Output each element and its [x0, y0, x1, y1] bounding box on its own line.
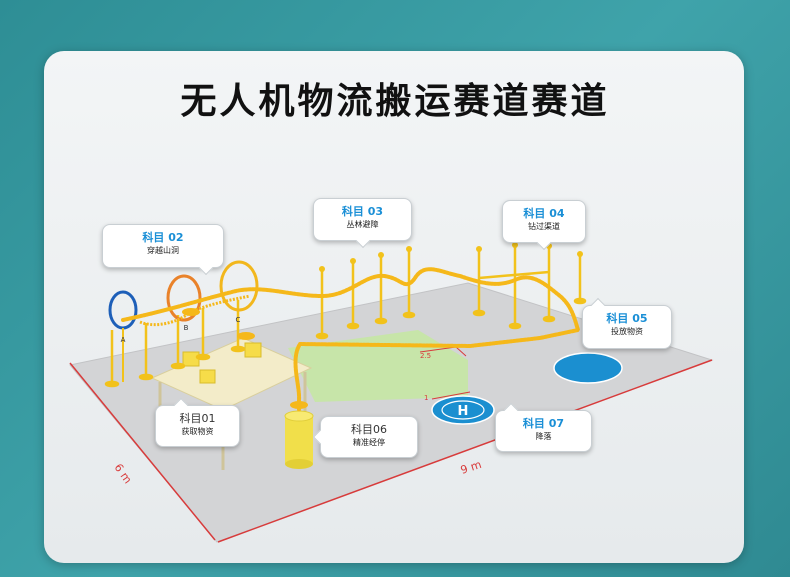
callout-06-title: 科目06: [351, 423, 387, 436]
callout-02-title: 科目 02: [142, 231, 184, 244]
dim-label-1: 1: [424, 394, 428, 402]
width-label: 6 m: [112, 461, 135, 486]
page-title: 无人机物流搬运赛道赛道: [180, 81, 610, 122]
pole-caps: [319, 242, 583, 272]
landing-cylinder: [284, 410, 314, 469]
callout-07-title: 科目 07: [522, 417, 565, 430]
callout-03-sub: 丛林避障: [346, 220, 379, 229]
callout-subject-02: 科目 02 穿越山洞: [102, 224, 224, 268]
ring-b: [166, 274, 202, 322]
callout-subject-03: 科目 03 丛林避障: [313, 198, 412, 241]
callout-04-sub: 钻过渠道: [528, 222, 560, 231]
path-marker-06: [290, 401, 308, 409]
callout-subject-01: 科目01 获取物资: [155, 405, 240, 447]
length-label: 9 m: [459, 458, 483, 477]
drop-target-pad: [553, 352, 623, 384]
dim-line-1: [431, 391, 471, 400]
ring-c: [219, 260, 259, 312]
callout-subject-04: 科目 04 钻过渠道: [502, 200, 586, 243]
callout-01-sub: 获取物资: [181, 427, 214, 436]
boundary-line-front: [217, 359, 713, 543]
callout-05-title: 科目 05: [606, 312, 648, 325]
ring-label-a: A: [121, 336, 126, 344]
svg-text:H: H: [458, 404, 469, 419]
callout-06-sub: 精准经停: [353, 438, 385, 447]
dim-label-2-5: 2.5: [420, 352, 431, 360]
ring-label-b: B: [184, 324, 189, 332]
callout-03-title: 科目 03: [341, 205, 384, 218]
callout-01-title: 科目01: [179, 412, 216, 425]
callout-07-sub: 降落: [535, 432, 552, 441]
path-marker-c: [237, 332, 255, 340]
ring-a: [108, 290, 138, 382]
path-marker-b: [182, 308, 200, 316]
grass-area: [288, 330, 468, 402]
poles: [104, 246, 587, 388]
callout-02-sub: 穿越山洞: [147, 246, 179, 255]
callout-subject-07: 科目 07 降落: [495, 410, 592, 452]
flight-path: [121, 267, 581, 412]
helipad: H: [431, 395, 495, 425]
boundary-line-left: [69, 362, 216, 541]
callout-subject-05: 科目 05 投放物资: [582, 305, 672, 349]
callout-05-sub: 投放物资: [611, 327, 643, 336]
ring-label-c: C: [236, 316, 241, 324]
callout-04-title: 科目 04: [523, 207, 565, 220]
callout-subject-06: 科目06 精准经停: [320, 416, 418, 458]
